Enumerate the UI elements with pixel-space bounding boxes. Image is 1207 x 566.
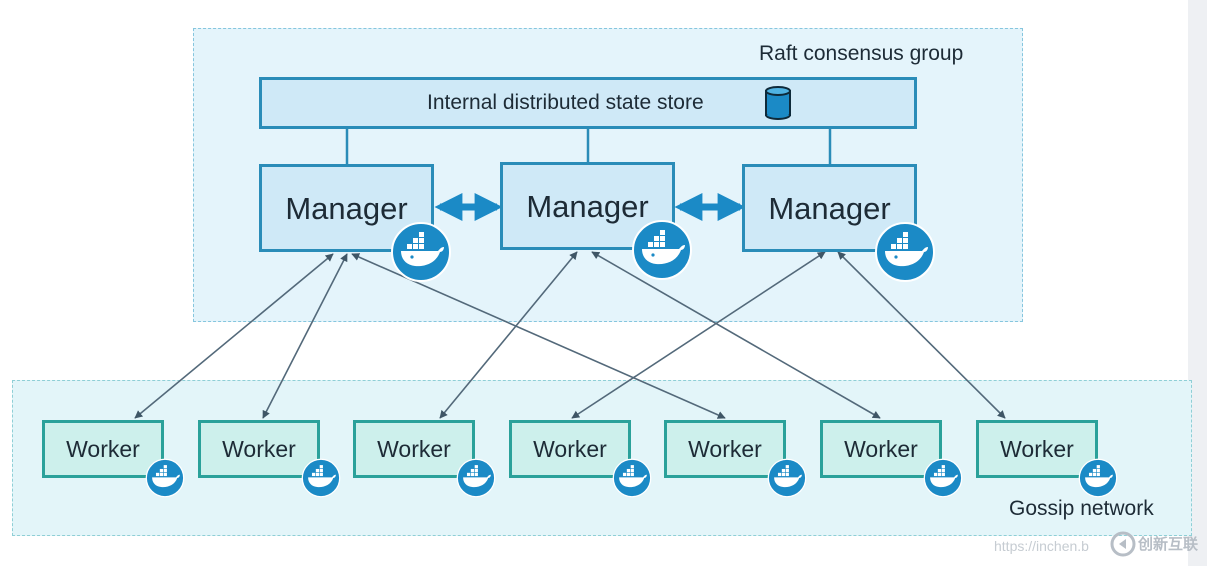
worker-node: Worker <box>976 420 1098 478</box>
docker-whale-icon <box>1078 458 1118 498</box>
manager-label: Manager <box>526 189 649 224</box>
worker-label: Worker <box>533 436 607 462</box>
worker-label: Worker <box>844 436 918 462</box>
link-m1-w1 <box>134 253 334 419</box>
manager-label: Manager <box>768 191 891 226</box>
link-m3-w7 <box>837 251 1006 419</box>
worker-node: Worker <box>198 420 320 478</box>
worker-node: Worker <box>820 420 942 478</box>
brand-text: 创新互联 <box>1138 535 1199 553</box>
docker-whale-icon <box>145 458 185 498</box>
docker-whale-icon <box>391 222 451 282</box>
docker-whale-icon <box>767 458 807 498</box>
page-edge-strip <box>1188 0 1207 566</box>
worker-label: Worker <box>1000 436 1074 462</box>
worker-label: Worker <box>222 436 296 462</box>
state-store-box: Internal distributed state store <box>259 77 917 129</box>
manager-label: Manager <box>285 191 408 226</box>
gossip-group-label: Gossip network <box>1009 497 1154 520</box>
docker-whale-icon <box>923 458 963 498</box>
worker-label: Worker <box>66 436 140 462</box>
worker-label: Worker <box>688 436 762 462</box>
worker-node: Worker <box>353 420 475 478</box>
raft-group-label: Raft consensus group <box>759 42 964 65</box>
worker-label: Worker <box>377 436 451 462</box>
link-m3-w4 <box>571 251 826 419</box>
docker-whale-icon <box>456 458 496 498</box>
link-m2-w3 <box>439 251 578 419</box>
brand-watermark: 创新互联 <box>1108 527 1204 561</box>
docker-whale-icon <box>875 222 935 282</box>
link-m1-w2 <box>262 253 348 419</box>
watermark-url: https://inchen.b <box>994 538 1089 554</box>
worker-node: Worker <box>664 420 786 478</box>
docker-whale-icon <box>632 220 692 280</box>
store-links <box>345 129 832 165</box>
docker-whale-icon <box>301 458 341 498</box>
state-store-label: Internal distributed state store <box>427 91 704 114</box>
worker-node: Worker <box>42 420 164 478</box>
brand-logo-icon <box>1110 531 1136 557</box>
manager-worker-links <box>134 251 1006 419</box>
worker-node: Worker <box>509 420 631 478</box>
docker-whale-icon <box>612 458 652 498</box>
database-icon <box>765 86 791 120</box>
